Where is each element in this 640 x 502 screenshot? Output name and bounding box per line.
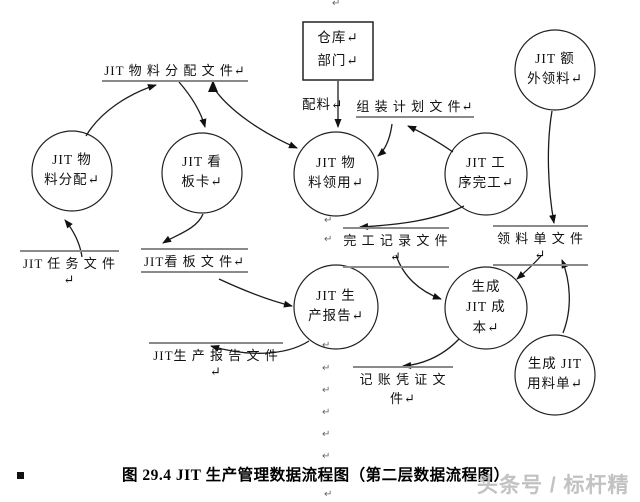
list-bullet bbox=[17, 472, 24, 479]
process-label-jit-material-requisition: JIT 物 料领用↵ bbox=[308, 155, 364, 191]
process-label-jit-production-report: JIT 生 产报告↵ bbox=[308, 288, 364, 324]
process-label-jit-material-allocation: JIT 物 料分配↵ bbox=[44, 152, 100, 188]
process-circle-jit-material-allocation bbox=[31, 130, 113, 212]
flow-allocation-file-to-requisition bbox=[212, 86, 298, 149]
process-circle-jit-kanban-card bbox=[161, 132, 243, 214]
external-entity-warehouse-label: 仓库↵ 部门↵ bbox=[317, 30, 359, 68]
data-store-jit-kanban-file: JIT看 板 文 件↵ bbox=[141, 248, 248, 273]
flow-completion-record-to-cost bbox=[395, 254, 442, 300]
paragraph-mark: ↵ bbox=[322, 429, 331, 440]
data-store-accounting-voucher-file: 记 账 凭 证 文 件↵ bbox=[353, 366, 453, 408]
flow-assembly-plan-to-requisition bbox=[377, 123, 393, 157]
process-label-generate-jit-cost: 生成 JIT 成 本↵ bbox=[466, 279, 506, 335]
data-store-jit-task-file: JIT 任 务 文 件↵ bbox=[20, 250, 119, 289]
flow-label-peiliao: 配料↵ bbox=[302, 97, 344, 112]
data-store-picking-list-file: 领 料 单 文 件↵ bbox=[493, 225, 588, 266]
paragraph-mark: ↵ bbox=[322, 385, 331, 396]
flow-kanban-file-to-report bbox=[218, 278, 293, 308]
flow-allocation-file-to-kanban-card bbox=[178, 81, 207, 128]
data-store-assembly-plan-file: 组 装 计 划 文 件↵ bbox=[356, 95, 474, 118]
flow-completion-to-assembly-plan bbox=[407, 125, 454, 153]
process-circle-jit-process-completion bbox=[444, 132, 528, 216]
flow-picking-file-to-cost bbox=[516, 255, 542, 280]
paragraph-mark: ↵ bbox=[322, 340, 331, 351]
external-entity-warehouse-box bbox=[302, 21, 374, 81]
data-store-jit-production-report-file: JIT生 产 报 告 文 件↵ bbox=[149, 342, 283, 381]
watermark: 头条号 / 标杆精益 bbox=[477, 474, 630, 497]
flow-kanban-card-to-kanban-file bbox=[162, 213, 204, 244]
flow-completion-to-completion-record bbox=[359, 205, 465, 231]
process-label-jit-kanban-card: JIT 看 板卡↵ bbox=[181, 154, 223, 190]
process-label-generate-jit-material-list: 生成 JIT 用料单↵ bbox=[527, 356, 583, 392]
process-circle-jit-material-requisition bbox=[293, 131, 379, 217]
paragraph-mark: ↵ bbox=[324, 489, 333, 500]
process-circle-generate-jit-cost bbox=[444, 266, 528, 350]
paragraph-mark: ↵ bbox=[324, 234, 333, 245]
flow-cost-to-voucher-file bbox=[402, 338, 460, 369]
flow-extra-picking-to-picking-file bbox=[547, 110, 557, 224]
flow-task-file-to-allocation bbox=[64, 219, 83, 258]
figure-caption: 图 29.4 JIT 生产管理数据流程图（第二层数据流程图） bbox=[122, 467, 510, 484]
paragraph-mark: ↵ bbox=[322, 407, 331, 418]
paragraph-mark: ↵ bbox=[322, 363, 331, 374]
flow-material-list-to-picking-file bbox=[561, 259, 570, 334]
paragraph-mark: ↵ bbox=[322, 451, 331, 462]
flow-requisition-to-allocation-file-arrowhead bbox=[208, 80, 218, 92]
process-label-jit-process-completion: JIT 工 序完工↵ bbox=[458, 155, 514, 191]
process-circle-jit-extra-picking bbox=[514, 29, 596, 111]
process-circle-generate-jit-material-list bbox=[514, 334, 596, 416]
paragraph-mark: ↵ bbox=[324, 215, 333, 226]
paragraph-mark: ↵ bbox=[332, 0, 341, 9]
process-label-jit-extra-picking: JIT 额 外领料↵ bbox=[527, 51, 583, 87]
flow-report-to-report-file bbox=[210, 340, 310, 354]
flow-allocation-to-allocation-file bbox=[85, 84, 157, 137]
data-store-jit-allocation-file: JIT 物 料 分 配 文 件↵ bbox=[102, 59, 248, 82]
process-circle-jit-production-report bbox=[293, 264, 379, 350]
data-store-completion-record-file: 完 工 记 录 文 件↵ bbox=[343, 227, 449, 268]
